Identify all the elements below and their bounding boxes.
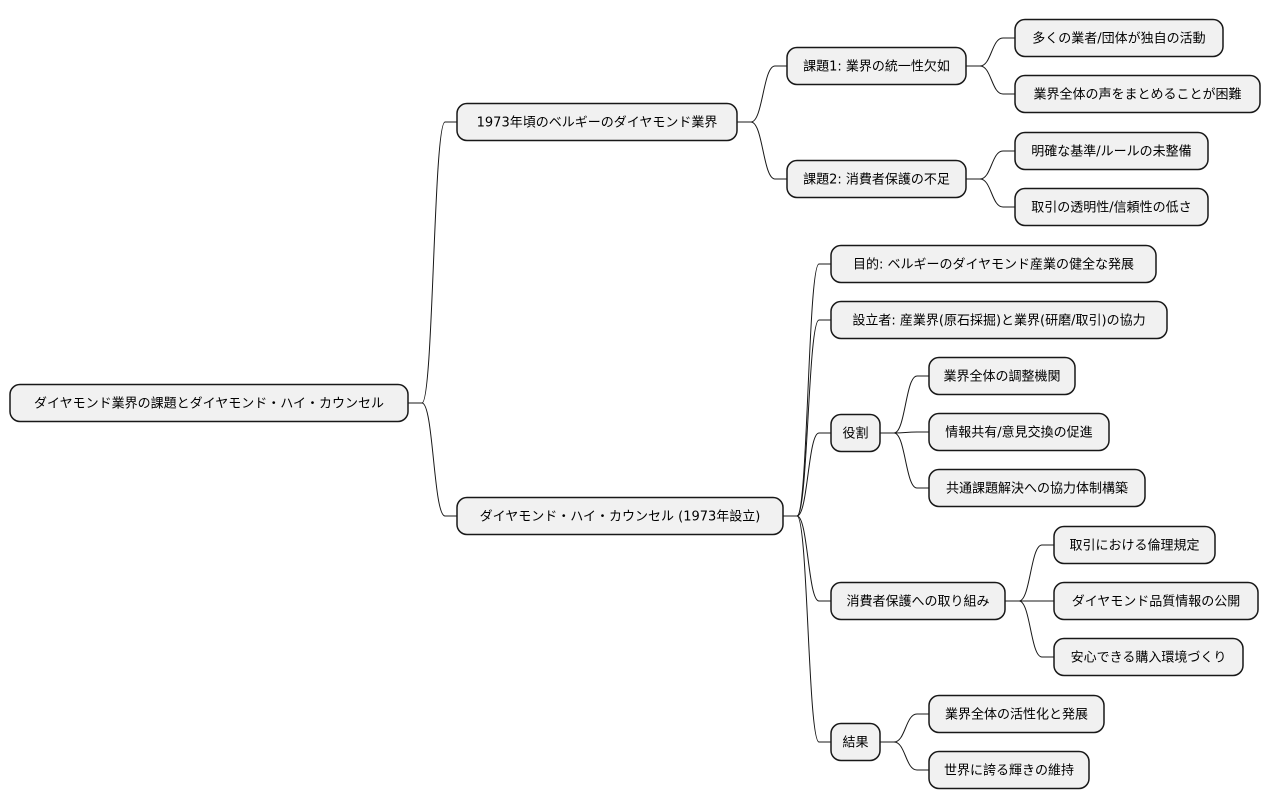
node-box (786, 159, 967, 199)
node-label: 取引の透明性/信頼性の低さ (1031, 201, 1191, 216)
mindmap-node-root-0-0-1: 業界全体の声をまとめることが困難 (1014, 74, 1261, 114)
mindmap-edge-root-0-1-1 (966, 178, 1015, 208)
mindmap-edge-root-0-0 (737, 65, 787, 123)
node-label: 世界に誇る輝きの維持 (944, 763, 1074, 779)
mindmap-edge-root-1-0 (783, 263, 831, 517)
node-label: 課題2: 消費者保護の不足 (803, 172, 950, 188)
node-box (928, 412, 1110, 452)
node-label: 課題1: 業界の統一性欠如 (803, 59, 950, 75)
node-box (830, 244, 1157, 284)
mindmap-edge-root-0-0-0 (966, 37, 1015, 67)
node-label: 業界全体の声をまとめることが困難 (1033, 87, 1241, 103)
node-box (1014, 187, 1209, 227)
mindmap-edge-root-1-2 (783, 432, 831, 517)
mindmap-root-node: ダイヤモンド業界の課題とダイヤモンド・ハイ・カウンセル (9, 383, 409, 423)
node-box (1053, 581, 1259, 621)
node-label: 業界全体の活性化と発展 (945, 707, 1088, 723)
mindmap-edge-root-0-1-0 (966, 150, 1015, 180)
node-label: 共通課題解決への協力体制構築 (946, 481, 1128, 497)
mindmap-edge-root-0-1 (737, 121, 787, 180)
mindmap-edge-root-1-2-2 (880, 432, 929, 489)
node-box (1053, 525, 1216, 565)
node-box (786, 46, 967, 86)
node-label: 取引における倫理規定 (1069, 539, 1199, 554)
node-label: 目的: ベルギーのダイヤモンド産業の健全な発展 (853, 257, 1134, 273)
node-box (830, 300, 1168, 340)
mindmap-node-root-1-2-1: 情報共有/意見交換の促進 (928, 412, 1110, 452)
mindmap-node-root-1-2-0: 業界全体の調整機関 (928, 356, 1076, 396)
node-box (830, 413, 881, 453)
mindmap-node-root-1-0: 目的: ベルギーのダイヤモンド産業の健全な発展 (830, 244, 1157, 284)
node-label: 明確な基準/ルールの未整備 (1031, 144, 1191, 160)
node-label: ダイヤモンド・ハイ・カウンセル (1973年設立) (480, 509, 761, 525)
mindmap-edge-root-1-4-1 (880, 741, 929, 771)
node-box (9, 383, 409, 423)
mindmap-node-root-1: ダイヤモンド・ハイ・カウンセル (1973年設立) (456, 496, 784, 536)
mindmap-edge-root-1-2-0 (880, 375, 929, 434)
mindmap-nodes: ダイヤモンド業界の課題とダイヤモンド・ハイ・カウンセル 1973年頃のベルギーのダ… (9, 18, 1261, 790)
mindmap-node-root-0: 1973年頃のベルギーのダイヤモンド業界 (456, 102, 738, 142)
mindmap-edges (408, 37, 1054, 771)
mindmap-node-root-1-4: 結果 (830, 722, 881, 762)
node-label: 設立者: 産業界(原石採掘)と業界(研磨/取引)の協力 (852, 313, 1145, 329)
node-label: 消費者保護への取り組み (846, 594, 989, 610)
mindmap-edge-root-1-4-0 (880, 713, 929, 743)
node-box (928, 468, 1146, 508)
node-box (830, 581, 1006, 621)
mindmap-edge-root-0 (408, 121, 457, 404)
node-box (928, 694, 1105, 734)
node-label: ダイヤモンド業界の課題とダイヤモンド・ハイ・カウンセル (34, 396, 384, 412)
node-box (456, 496, 784, 536)
mindmap-node-root-1-3-2: 安心できる購入環境づくり (1053, 637, 1244, 677)
node-box (1014, 18, 1224, 58)
node-box (928, 356, 1076, 396)
node-box (1014, 131, 1209, 171)
node-box (1053, 637, 1244, 677)
mindmap-node-root-1-3-1: ダイヤモンド品質情報の公開 (1053, 581, 1259, 621)
mindmap-edge-root-0-0-1 (966, 65, 1015, 95)
node-label: 1973年頃のベルギーのダイヤモンド業界 (477, 115, 718, 131)
mindmap-node-root-0-0-0: 多くの業者/団体が独自の活動 (1014, 18, 1224, 58)
mindmap-node-root-1-1: 設立者: 産業界(原石採掘)と業界(研磨/取引)の協力 (830, 300, 1168, 340)
node-box (830, 722, 881, 762)
mindmap-node-root-1-2-2: 共通課題解決への協力体制構築 (928, 468, 1146, 508)
mindmap-node-root-1-2: 役割 (830, 413, 881, 453)
mindmap-node-root-1-4-1: 世界に誇る輝きの維持 (928, 750, 1090, 790)
node-box (928, 750, 1090, 790)
node-box (1014, 74, 1261, 114)
node-label: 多くの業者/団体が独自の活動 (1032, 31, 1205, 47)
mindmap-edge-root-1-3-0 (1005, 544, 1054, 602)
node-label: 役割 (842, 426, 868, 442)
mindmap-edge-root-1-3 (783, 515, 831, 602)
mindmap-node-root-1-3-0: 取引における倫理規定 (1053, 525, 1216, 565)
mindmap-node-root-1-3: 消費者保護への取り組み (830, 581, 1006, 621)
mindmap-node-root-0-0: 課題1: 業界の統一性欠如 (786, 46, 967, 86)
mindmap-edge-root-1 (408, 402, 457, 517)
node-label: 結果 (842, 736, 868, 751)
mindmap-edge-root-1-3-2 (1005, 600, 1054, 658)
node-label: 安心できる購入環境づくり (1071, 651, 1227, 666)
mindmap-node-root-1-4-0: 業界全体の活性化と発展 (928, 694, 1105, 734)
node-label: 業界全体の調整機関 (943, 369, 1060, 385)
mindmap-edge-root-1-4 (783, 515, 831, 743)
node-label: 情報共有/意見交換の促進 (945, 425, 1092, 441)
node-box (456, 102, 738, 142)
mindmap-node-root-0-1: 課題2: 消費者保護の不足 (786, 159, 967, 199)
mindmap-edge-root-1-1 (783, 319, 831, 517)
node-label: ダイヤモンド品質情報の公開 (1072, 595, 1241, 610)
mindmap-node-root-0-1-1: 取引の透明性/信頼性の低さ (1014, 187, 1209, 227)
mindmap-node-root-0-1-0: 明確な基準/ルールの未整備 (1014, 131, 1209, 171)
